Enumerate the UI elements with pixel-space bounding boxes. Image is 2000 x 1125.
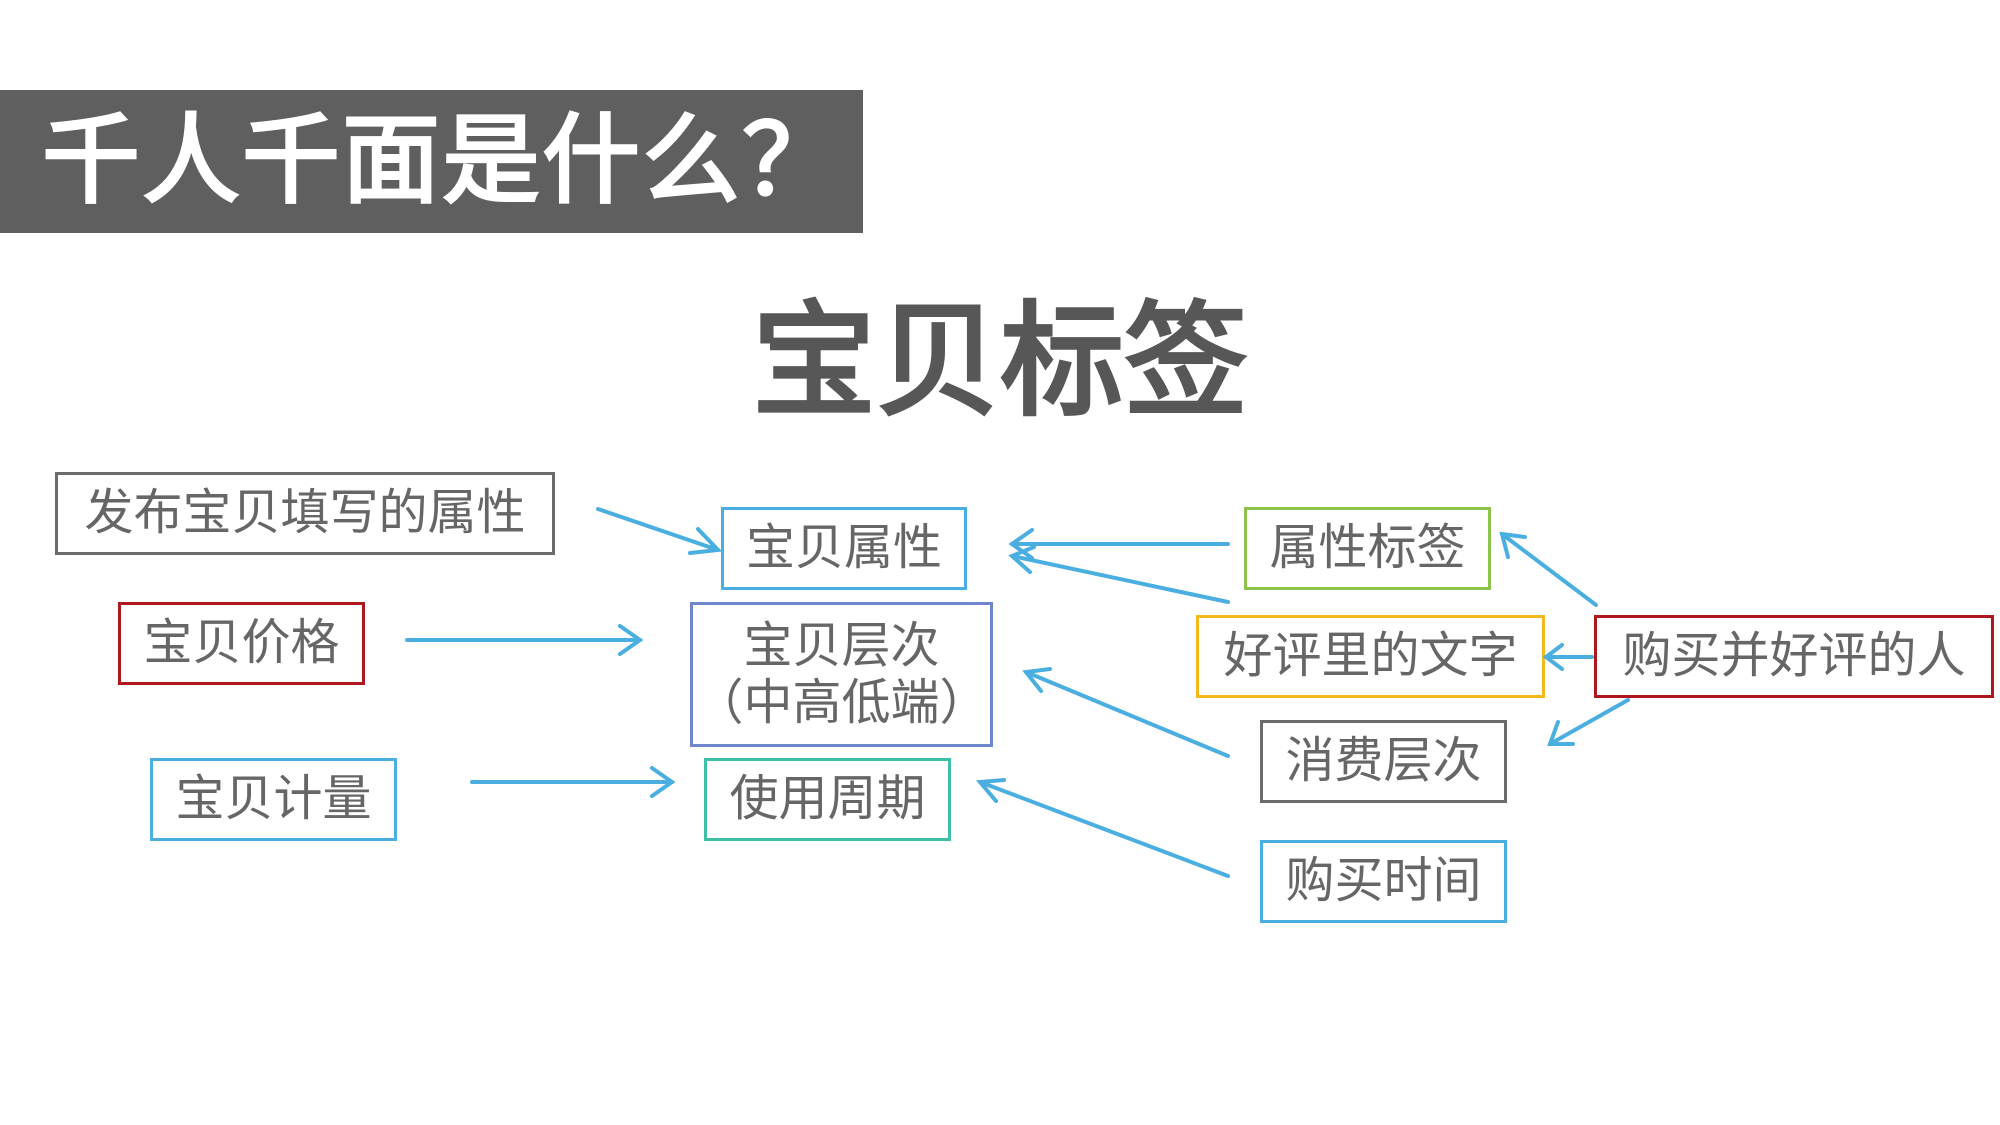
box-publish-attributes: 发布宝贝填写的属性	[55, 472, 555, 555]
arrowhead-review-to-attributes	[1008, 545, 1036, 574]
box-item-measure-label: 宝贝计量	[175, 770, 372, 828]
box-consume-level: 消费层次	[1260, 720, 1507, 803]
box-attribute-tags: 属性标签	[1244, 507, 1491, 590]
arrowhead-publish-to-attributes	[688, 527, 723, 555]
box-item-attributes-label: 宝贝属性	[745, 519, 942, 577]
arrow-review-to-attributes	[1010, 554, 1230, 604]
box-review-text-label: 好评里的文字	[1223, 627, 1518, 685]
box-item-measure: 宝贝计量	[150, 758, 397, 841]
page-title: 千人千面是什么？	[42, 104, 843, 218]
arrowhead-price-to-level	[618, 624, 644, 656]
box-item-level-line2: （中高低端）	[694, 673, 989, 731]
box-publish-attributes-label: 发布宝贝填写的属性	[84, 484, 526, 542]
box-item-price: 宝贝价格	[118, 602, 365, 685]
arrow-consume-to-level	[1024, 670, 1230, 758]
arrow-publish-to-attributes	[596, 507, 720, 552]
box-review-text: 好评里的文字	[1196, 615, 1545, 698]
section-heading-text: 宝贝标签	[751, 290, 1248, 434]
arrow-time-to-usage	[978, 780, 1230, 878]
arrowhead-time-to-usage	[975, 778, 1006, 803]
arrowhead-consume-to-level	[1022, 667, 1052, 693]
arrow-buyer-to-tags	[1500, 532, 1598, 607]
box-buyer-reviewer-label: 购买并好评的人	[1622, 627, 1966, 685]
arrowhead-buyer-to-tags	[1499, 531, 1527, 559]
arrow-buyer-to-consume	[1548, 698, 1630, 746]
box-purchase-time-label: 购买时间	[1285, 852, 1482, 910]
box-buyer-reviewer: 购买并好评的人	[1594, 615, 1994, 698]
box-item-level: 宝贝层次 （中高低端）	[690, 602, 993, 747]
box-item-attributes: 宝贝属性	[721, 507, 967, 590]
arrowhead-buyer-to-consume	[1547, 720, 1575, 746]
box-usage-cycle-label: 使用周期	[729, 770, 926, 828]
arrowhead-buyer-to-review	[1542, 643, 1564, 671]
arrowhead-measure-to-usage	[650, 766, 676, 798]
box-consume-level-label: 消费层次	[1285, 732, 1482, 790]
box-usage-cycle: 使用周期	[704, 758, 951, 841]
section-heading: 宝贝标签	[0, 288, 2000, 436]
title-banner: 千人千面是什么？	[0, 90, 863, 233]
box-item-price-label: 宝贝价格	[143, 614, 340, 672]
box-attribute-tags-label: 属性标签	[1269, 519, 1466, 577]
box-item-level-line1: 宝贝层次	[743, 617, 940, 675]
arrowhead-tags-to-attributes	[1008, 528, 1034, 560]
box-purchase-time: 购买时间	[1260, 840, 1507, 923]
